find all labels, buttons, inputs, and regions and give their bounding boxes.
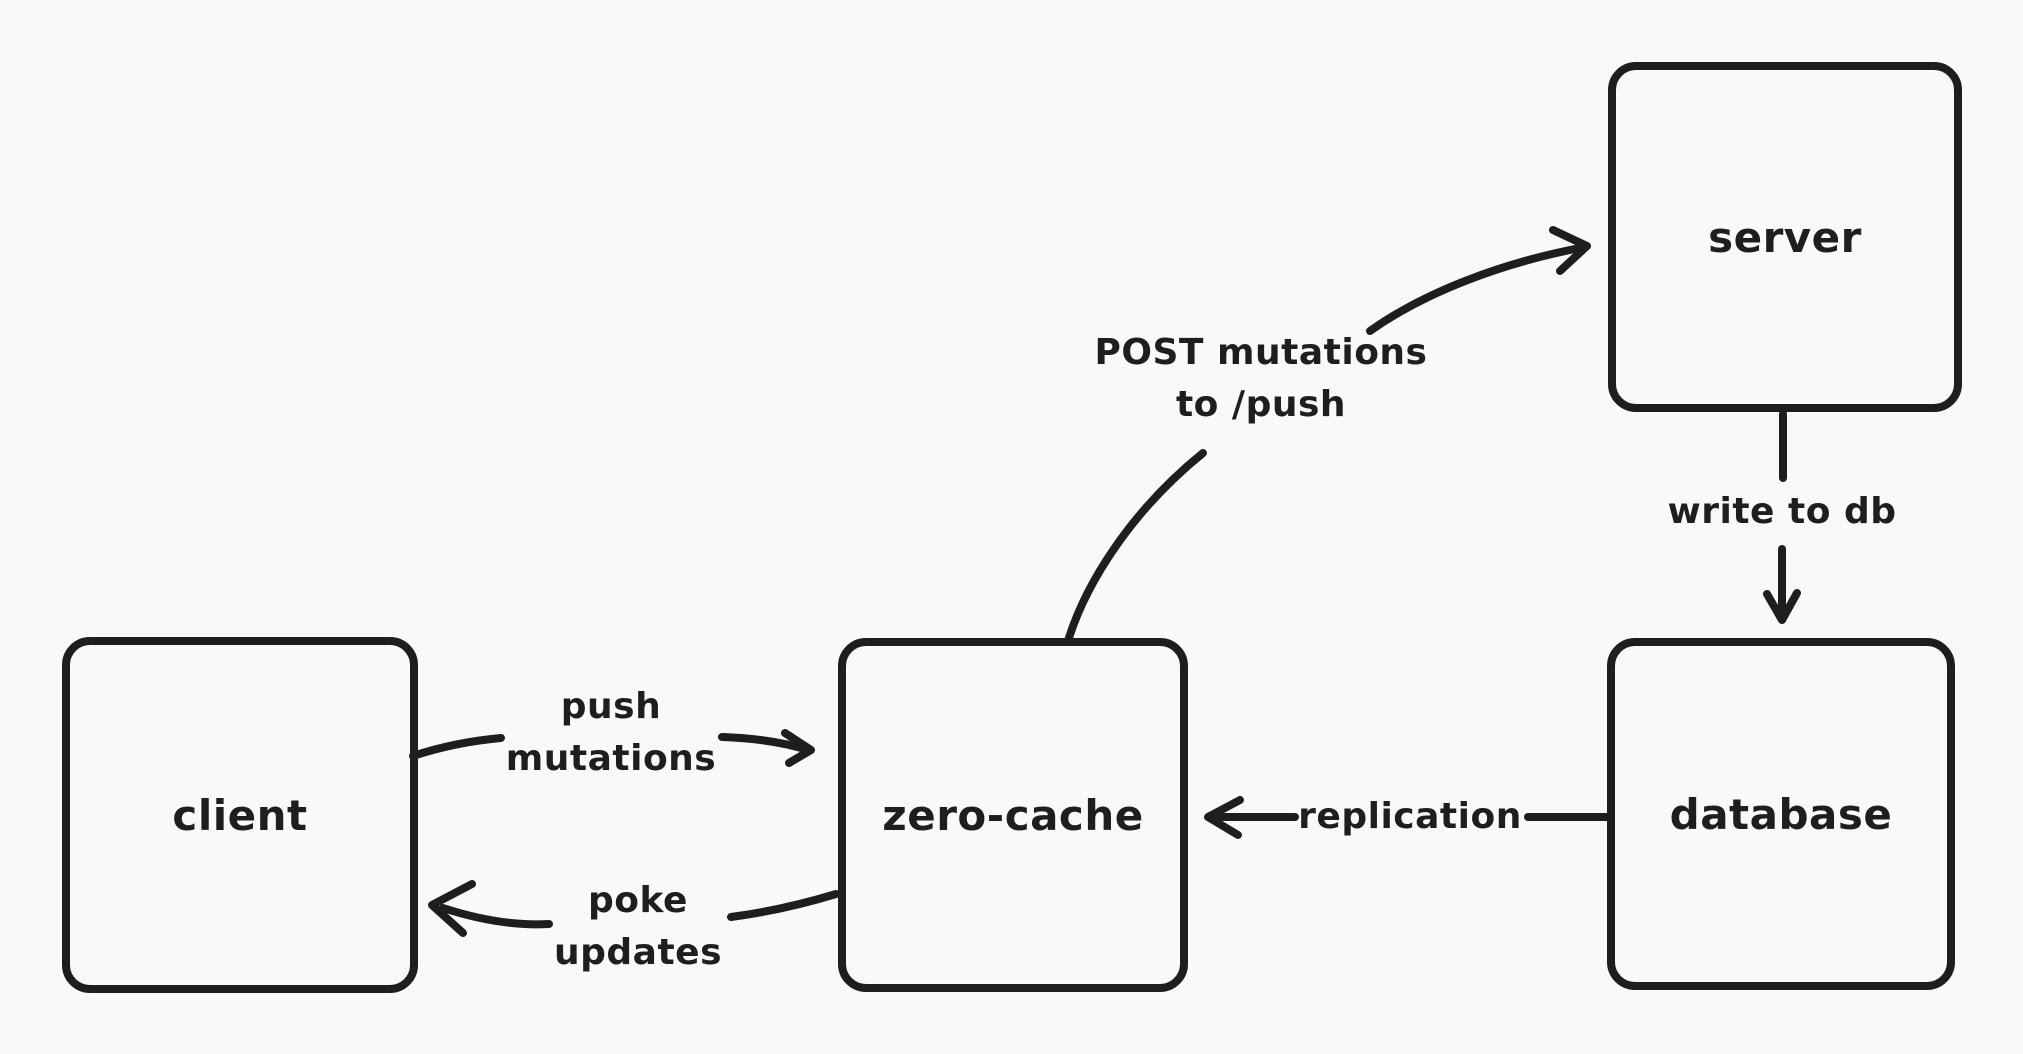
arrow-line [439,904,553,929]
node-client-label: client [172,790,308,840]
node-zero-cache-label: zero-cache [882,790,1144,840]
arrow-line [718,733,812,754]
arrowhead-down-icon [1763,589,1801,624]
edge-label-line: poke [588,880,688,921]
edge-label-replication: replication [1298,791,1522,843]
arrow-poke-updates [428,880,840,937]
node-database: database [1607,638,1955,990]
edge-label-line: replication [1298,796,1522,837]
arrow-line [1366,244,1584,335]
node-client: client [62,637,418,993]
arrow-line [727,890,840,921]
arrowhead-left-icon [1204,796,1244,839]
edge-label-write-to-db: write to db [1667,486,1896,538]
edge-label-post-mutations: POST mutations to /push [1095,327,1428,431]
arrowhead-left-icon [428,880,476,937]
node-server: server [1608,62,1962,412]
edge-label-line: POST mutations [1094,332,1428,373]
arrow-post-mutations [1064,226,1591,645]
edge-label-line: mutations [505,738,717,779]
edge-label-poke-updates: poke updates [554,875,722,979]
arrow-write-to-db [1763,410,1801,624]
edge-label-line: write to db [1667,491,1897,532]
node-server-label: server [1708,212,1862,262]
arrow-push-mutations [409,729,815,767]
edge-label-line: to /push [1175,384,1347,425]
edge-label-line: updates [553,932,723,973]
edge-label-line: push [560,686,662,727]
arrow-line [409,734,505,760]
node-database-label: database [1669,789,1893,839]
arrowhead-right-icon [1549,226,1591,275]
node-zero-cache: zero-cache [838,638,1188,992]
arrowhead-right-icon [781,729,815,767]
arrow-replication [1204,796,1611,839]
arrow-line [1064,449,1207,645]
edge-label-push-mutations: push mutations [506,681,716,785]
